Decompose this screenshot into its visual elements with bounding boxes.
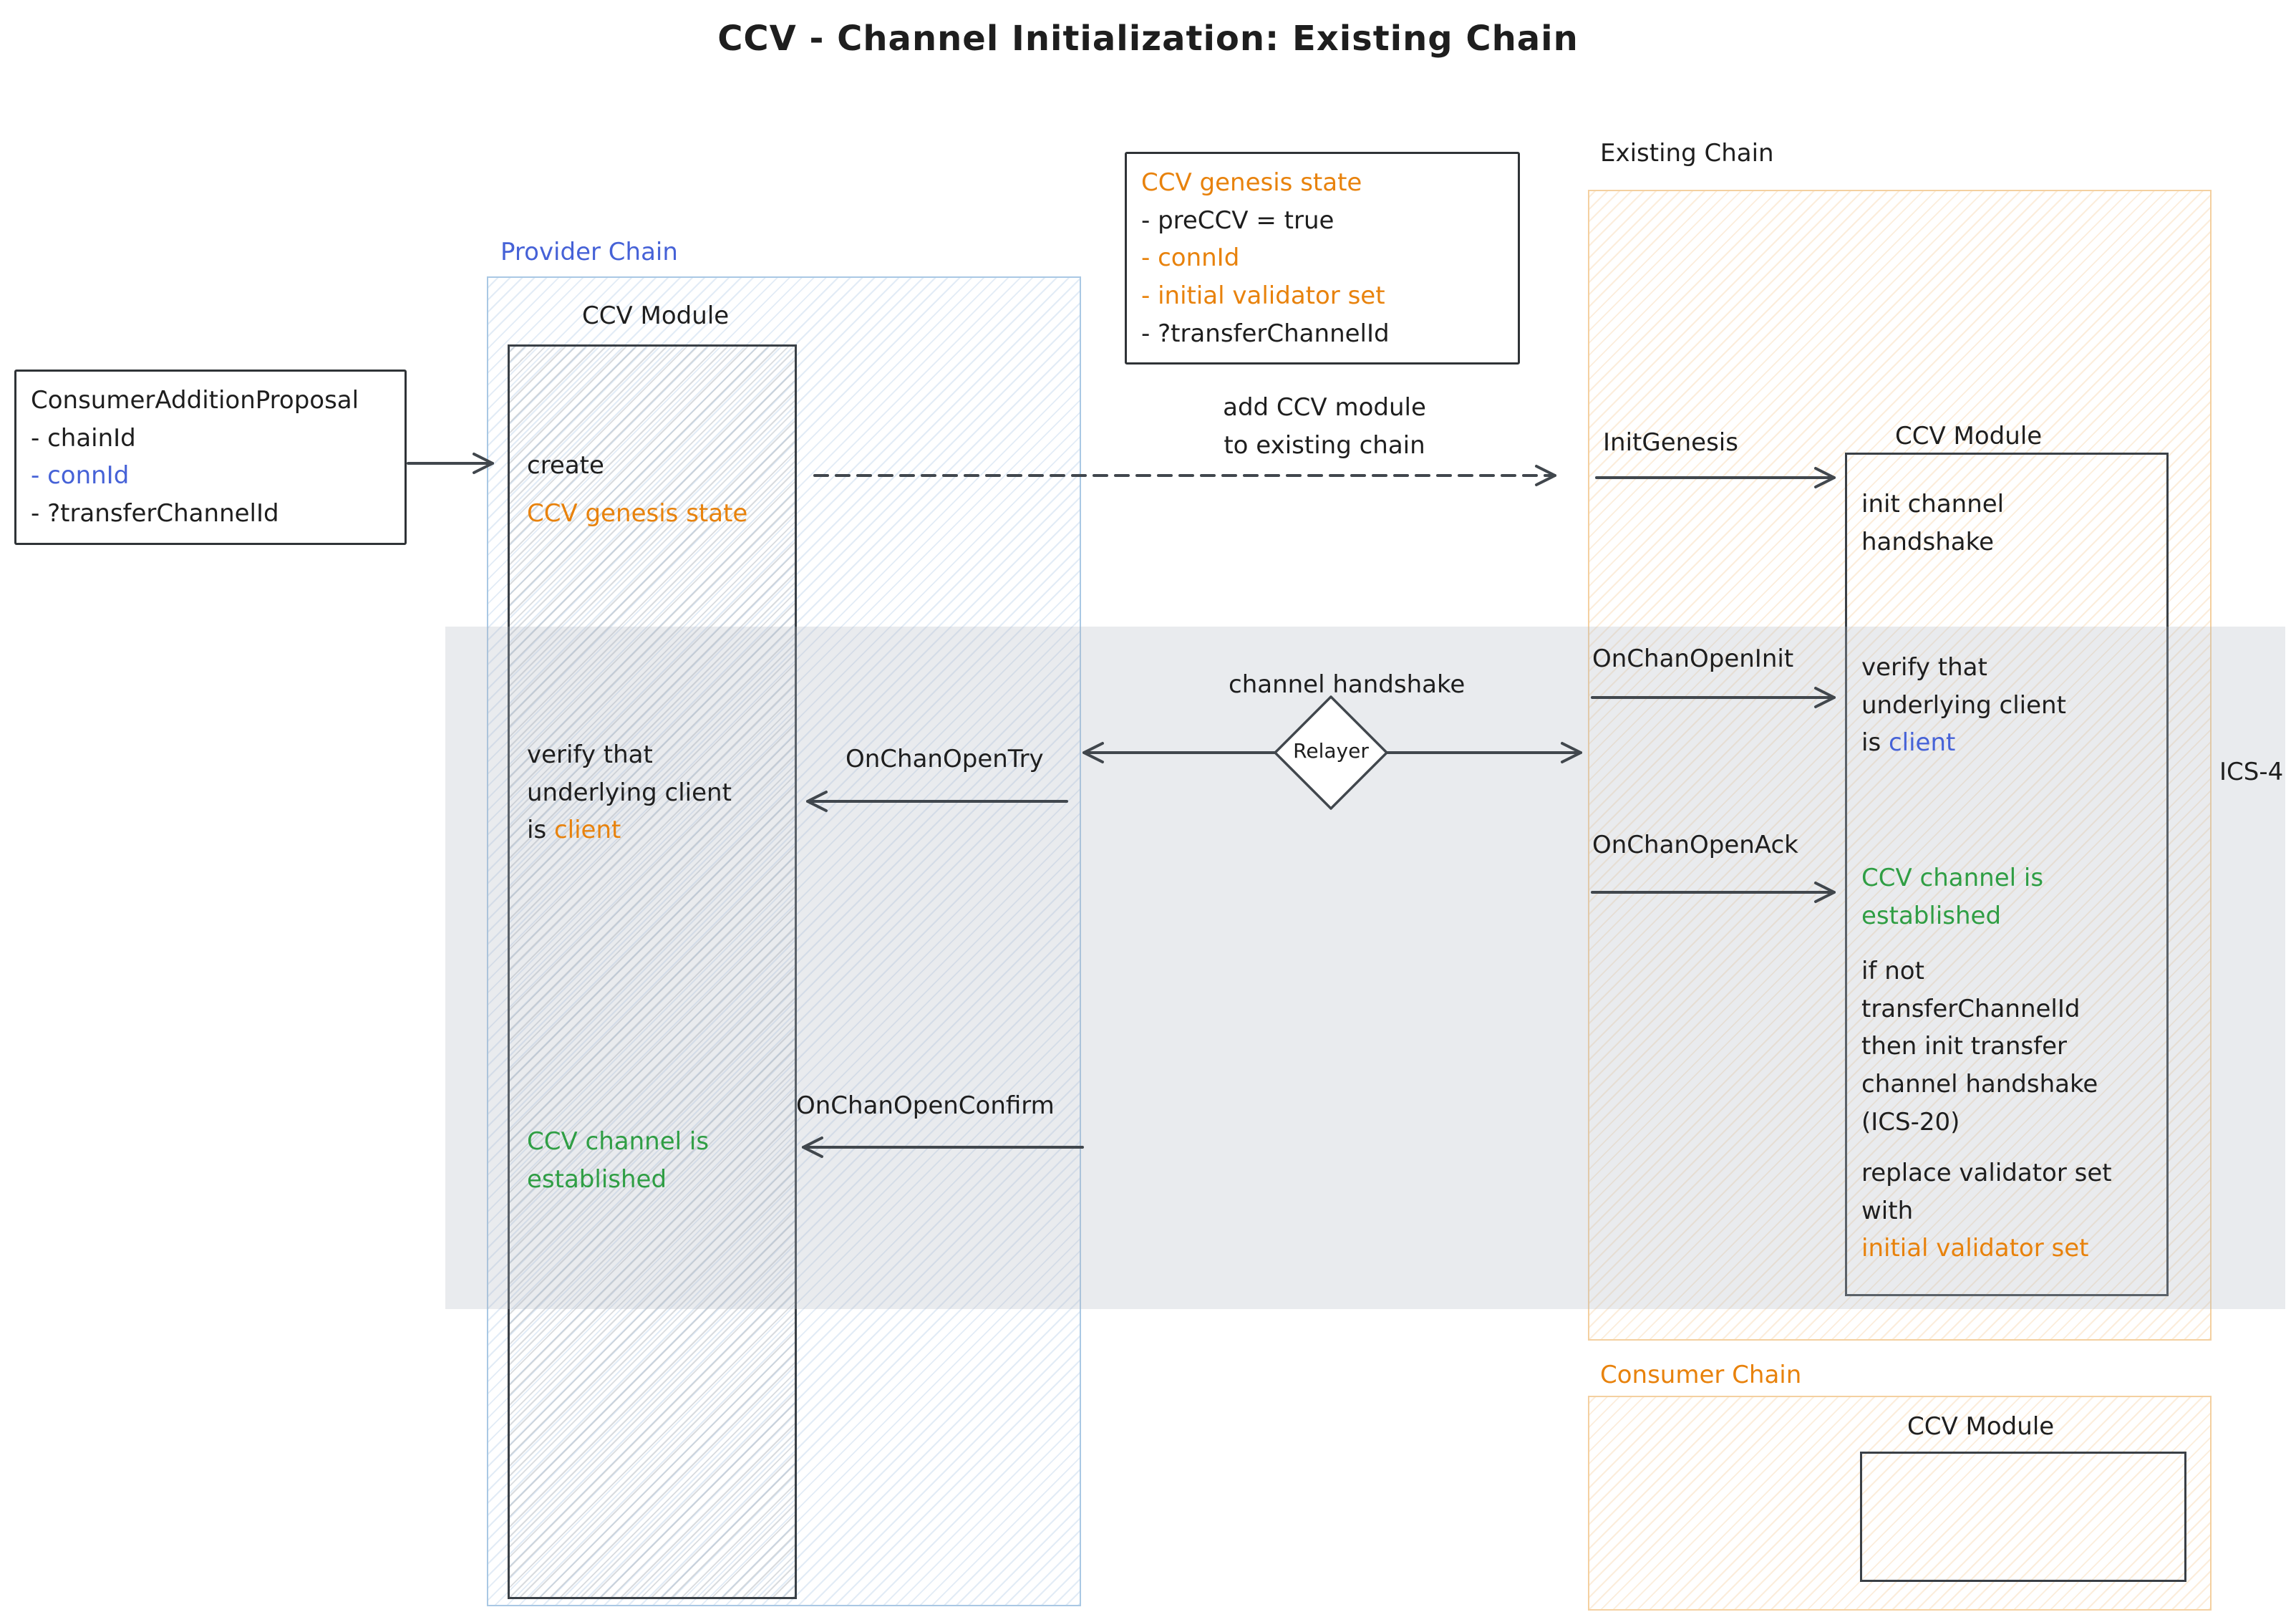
text-line: established [1861,901,2002,930]
text-line: channel handshake [1861,1070,2098,1099]
text-line: is client [527,811,732,849]
ccv-genesis-state-box: CCV genesis state - preCCV = true - conn… [1125,152,1520,365]
consumer-chain-label: Consumer Chain [1600,1361,1802,1389]
ics4-label: ICS-4 [2219,758,2284,786]
text-line: verify that [1861,653,1987,682]
on-chan-open-init-label: OnChanOpenInit [1592,645,1794,673]
client-highlight: client [1888,728,1956,758]
text-line: with [1861,1196,1914,1225]
provider-create-text: create [527,451,604,480]
proposal-title: ConsumerAdditionProposal [31,386,359,415]
existing-init-handshake-note: init channel handshake [1861,486,2004,561]
genesis-title: CCV genesis state [1141,168,1362,197]
genesis-item: - preCCV = true [1141,206,1335,235]
provider-ccv-module-rect [508,344,797,1599]
provider-chain-label: Provider Chain [500,238,678,266]
text-line: underlying client [527,778,732,807]
text-line: then init transfer [1861,1032,2068,1061]
text-span: is [527,816,554,845]
text-line: underlying client [1861,690,2066,720]
text-line: is client [1861,724,2066,762]
relayer-label: Relayer [1293,739,1369,763]
consumer-chain-region [1588,1396,2212,1611]
genesis-item: - initial validator set [1141,281,1385,311]
existing-replace-note: replace validator set with initial valid… [1861,1154,2112,1268]
channel-handshake-label: channel handshake [1229,670,1466,699]
existing-chain-label: Existing Chain [1600,139,1774,168]
text-line: if not [1861,957,1924,985]
diagram-title: CCV - Channel Initialization: Existing C… [717,19,1579,59]
existing-ccv-module-rect [1845,453,2169,1296]
genesis-item: - connId [1141,243,1240,273]
text-line: handshake [1861,527,1995,556]
text-line: add CCV module [1223,393,1426,422]
on-chan-open-confirm-label: OnChanOpenConfirm [796,1091,1055,1120]
provider-chain-region [487,276,1081,1606]
text-line: verify that [527,740,653,769]
text-line: transferChannelId [1861,994,2081,1023]
proposal-item: - chainId [31,423,136,453]
arrow-proposal-to-provider [407,453,494,474]
client-highlight: client [553,816,621,845]
text-line: initial validator set [1861,1234,2089,1263]
existing-established-note: CCV channel is established [1861,859,2043,935]
text-span: is [1861,728,1889,758]
init-genesis-label: InitGenesis [1603,428,1738,457]
text-line: to existing chain [1224,430,1425,460]
text-line: (ICS-20) [1861,1107,1960,1136]
on-chan-open-ack-label: OnChanOpenAck [1592,831,1798,859]
provider-genesis-state-text: CCV genesis state [527,499,748,528]
existing-module-label: CCV Module [1895,422,2043,450]
proposal-item: - connId [31,461,130,491]
genesis-item: - ?transferChannelId [1141,319,1390,348]
provider-verify-note: verify that underlying client is client [527,736,732,849]
provider-established-note: CCV channel is established [527,1123,709,1198]
consumer-ccv-module-rect [1860,1452,2186,1582]
text-line: CCV channel is [1861,864,2044,892]
on-chan-open-try-label: OnChanOpenTry [846,745,1044,773]
existing-verify-note: verify that underlying client is client [1861,649,2066,762]
existing-ifnot-note: if not transferChannelId then init trans… [1861,952,2098,1141]
text-line: init channel [1861,490,2005,518]
text-line: established [527,1164,667,1194]
consumer-addition-proposal-box: ConsumerAdditionProposal - chainId - con… [14,370,407,545]
text-line: CCV channel is [527,1127,709,1156]
consumer-module-label: CCV Module [1907,1412,2055,1441]
provider-module-label: CCV Module [582,301,730,330]
text-line: replace validator set [1861,1159,2112,1187]
add-ccv-module-note: add CCV module to existing chain [1160,389,1489,464]
proposal-item: - ?transferChannelId [31,499,279,529]
existing-chain-region [1588,190,2212,1341]
